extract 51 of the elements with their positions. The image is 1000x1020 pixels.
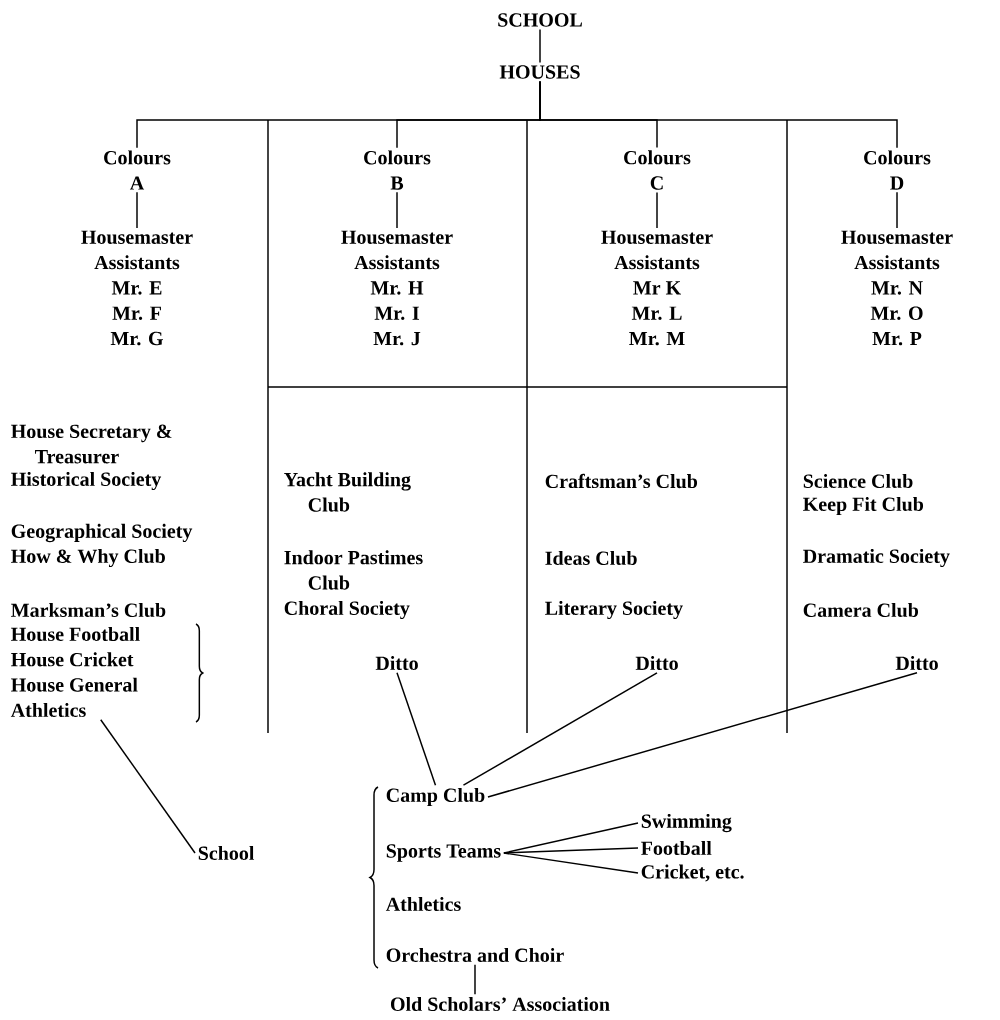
club-name: House Secretary & Treasurer: [11, 424, 172, 464]
connector-line: [136, 191, 138, 229]
connector-line: [539, 80, 898, 149]
org-text: Ditto: [895, 656, 938, 671]
org-text: House Football House Cricket House General Athletics: [10, 627, 140, 718]
org-text: School: [198, 846, 255, 861]
club-name: Keep Fit Club: [803, 496, 924, 516]
connector-line: [396, 672, 437, 786]
org-text: Ditto: [635, 656, 678, 671]
club-name: Craftsman’s Club: [545, 473, 698, 489]
club-name: Yacht Building Club: [284, 472, 411, 512]
org-text: SCHOOL: [498, 13, 582, 27]
club-name: Camera Club: [803, 602, 919, 618]
org-text: Colours A: [104, 150, 171, 190]
club-name: Ideas Club: [545, 550, 637, 566]
org-text: Colours D: [864, 150, 931, 190]
org-text: Camp Club: [386, 787, 485, 807]
club-name: Literary Society: [545, 600, 683, 620]
connector-line: [503, 852, 639, 874]
connector-line: [396, 191, 398, 229]
org-text: Cricket, etc.: [641, 864, 744, 882]
org-text: Housemaster Assistants Mr K Mr. L Mr. M: [601, 230, 713, 346]
org-text: Ditto: [375, 656, 418, 671]
connector-line: [487, 672, 918, 798]
org-text: Swimming: [641, 813, 732, 833]
connector-line: [539, 28, 541, 64]
org-text: Football: [641, 841, 712, 856]
org-text: Colours C: [624, 150, 691, 190]
org-text: Housemaster Assistants Mr. H Mr. I Mr. J: [341, 230, 453, 346]
org-text: Orchestra and Choir: [386, 948, 564, 963]
connector-line: [474, 964, 476, 995]
connector-line: [462, 672, 658, 786]
club-name: Marksman’s Club: [11, 602, 166, 618]
club-name: Geographical Society: [11, 523, 193, 543]
org-text: Sports Teams: [386, 844, 501, 862]
org-text: Housemaster Assistants Mr. E Mr. F Mr. G: [81, 230, 193, 346]
connector-line: [100, 719, 196, 854]
connector-line: [896, 191, 898, 229]
org-text: Athletics: [385, 897, 461, 912]
club-name: Indoor Pastimes Club: [284, 550, 423, 590]
club-name: How & Why Club: [11, 548, 165, 568]
club-name: Choral Society: [284, 600, 410, 620]
connector-line: [503, 847, 639, 854]
org-text: Colours B: [364, 150, 431, 190]
club-name: Historical Society: [11, 471, 162, 491]
connector-line: [656, 191, 658, 229]
org-text: Housemaster Assistants Mr. N Mr. O Mr. P: [841, 230, 953, 346]
club-name: Science Club: [803, 473, 913, 489]
org-text: HOUSES: [499, 65, 580, 79]
org-text: Old Scholars’ Association: [391, 997, 610, 1012]
club-name: Dramatic Society: [803, 548, 950, 568]
